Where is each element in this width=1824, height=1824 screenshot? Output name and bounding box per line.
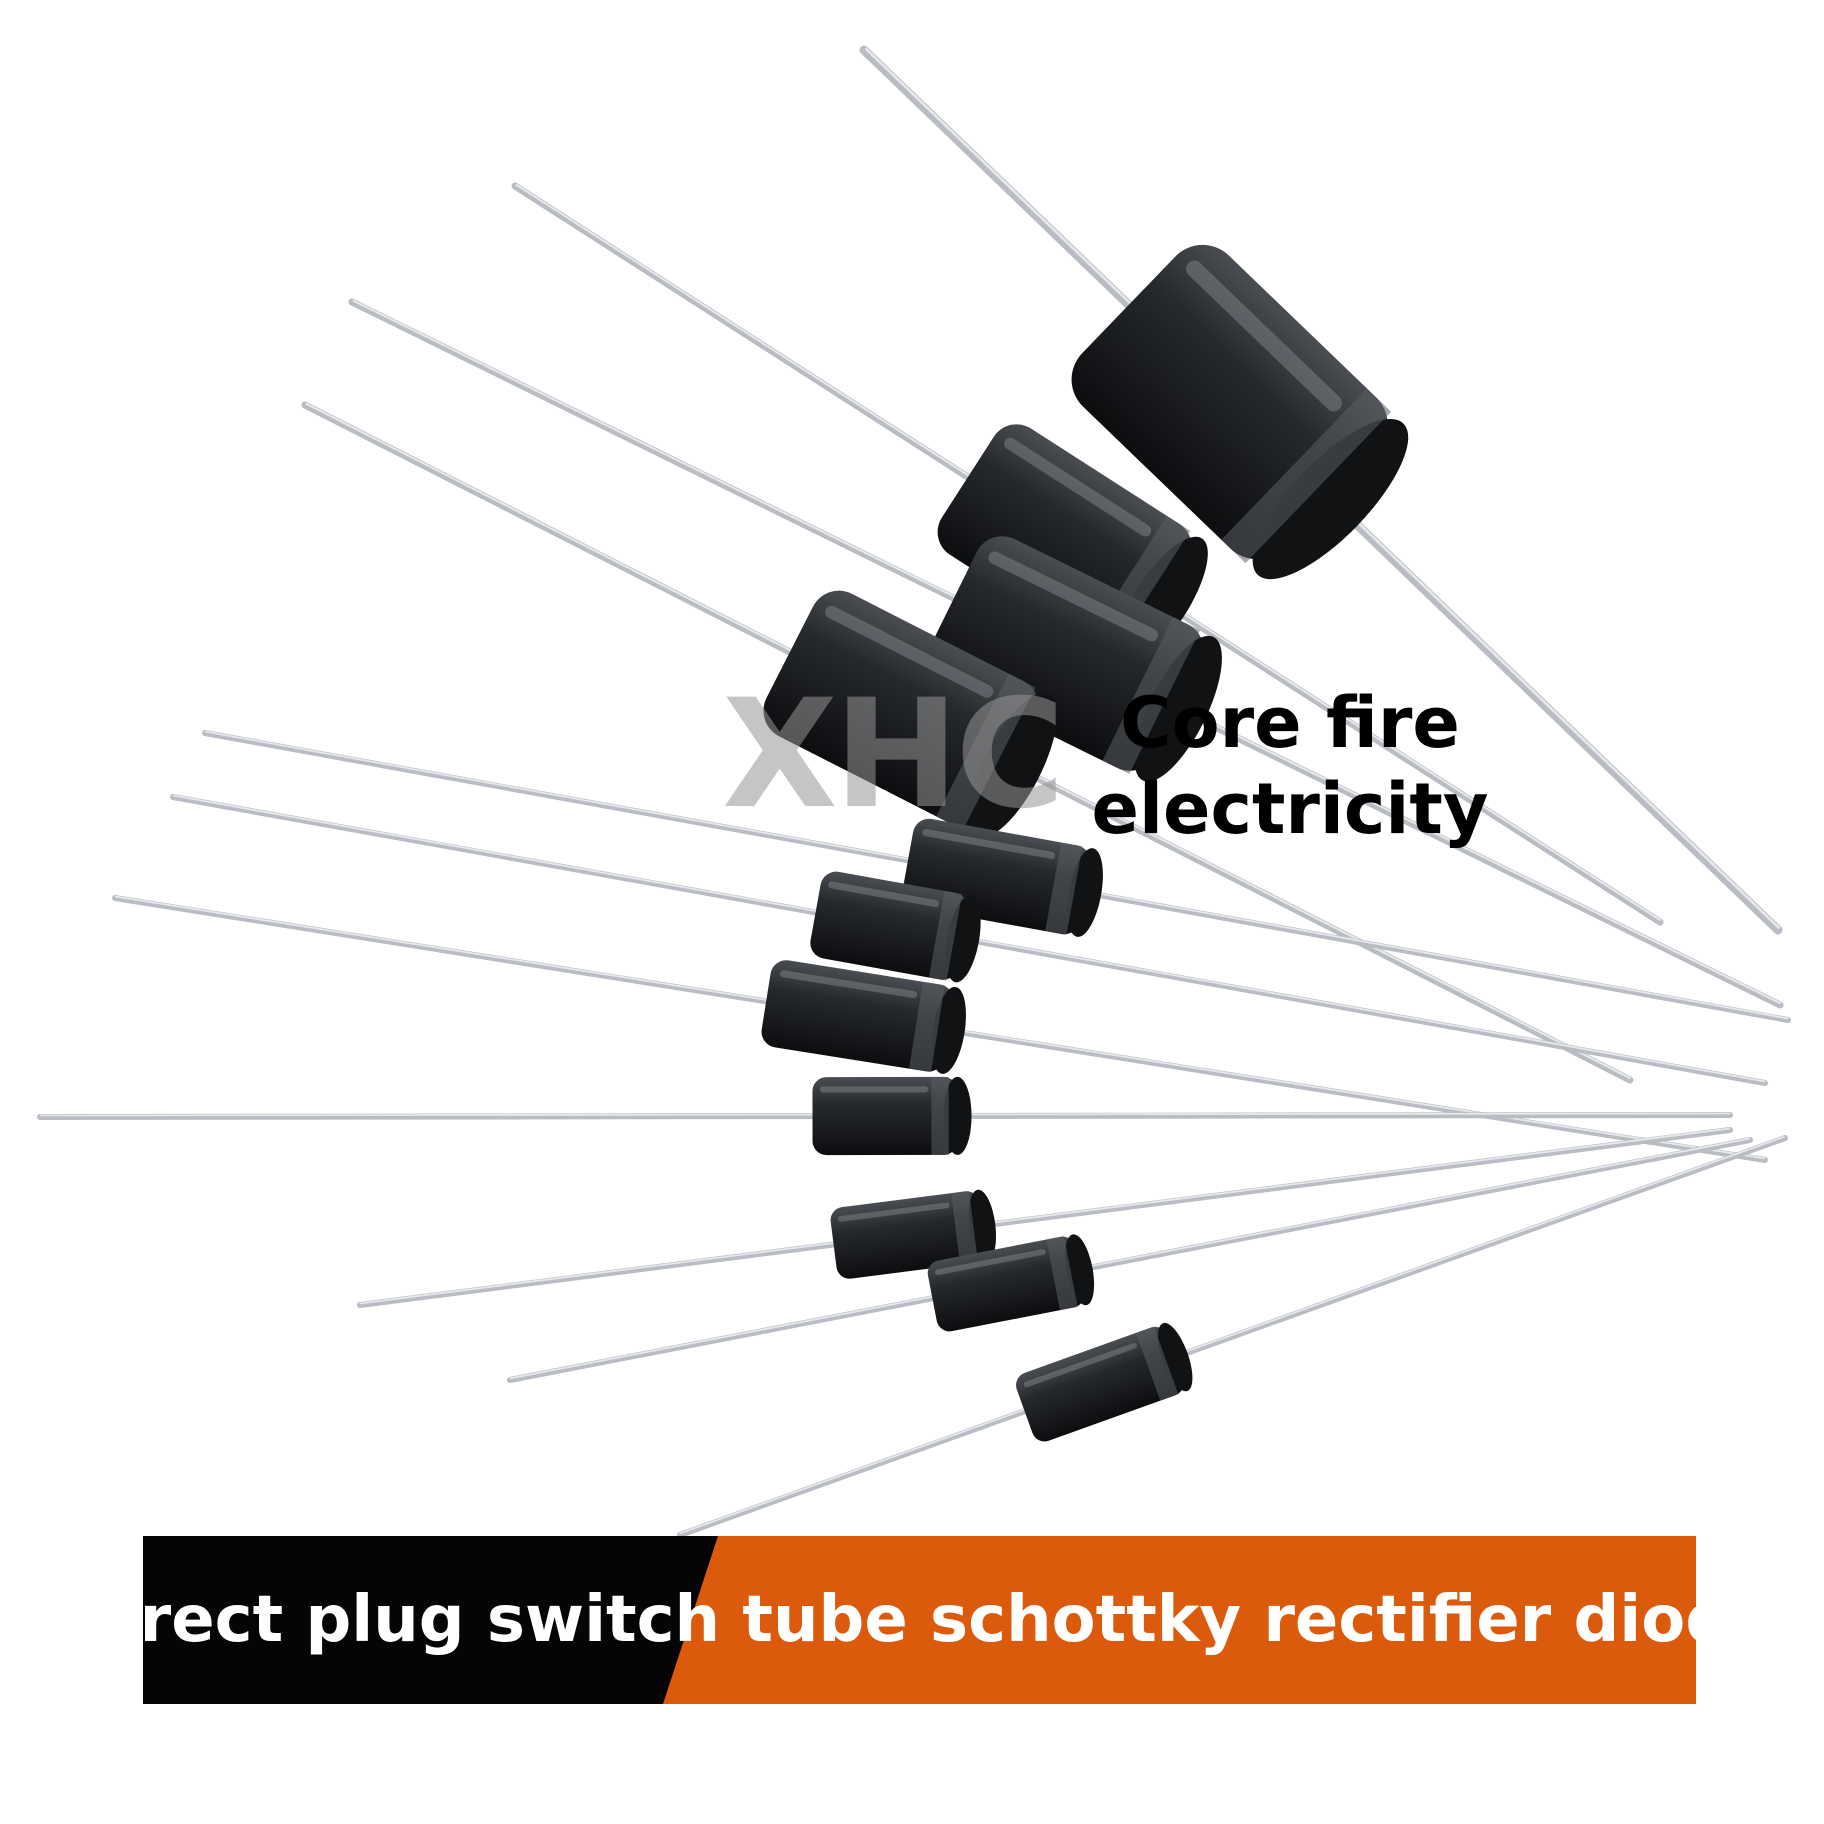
diode: [37, 1076, 1733, 1156]
diode-body-group: [812, 1076, 972, 1156]
diode-cathode-band: [931, 1076, 949, 1155]
diode-lead: [507, 1137, 1753, 1383]
diode-body: [761, 960, 954, 1072]
diode-cathode-band: [1046, 1236, 1078, 1311]
diode: [301, 401, 1634, 1084]
diode-body-group: [761, 960, 966, 1074]
diode-body: [927, 1236, 1085, 1332]
diode-cathode-band: [928, 890, 963, 981]
diode-group: [37, 45, 1791, 1538]
diode-body-highlight: [837, 1202, 950, 1222]
diode-lead: [357, 1127, 1733, 1308]
watermark-text: XHC: [722, 668, 1065, 842]
diode-body-highlight: [1186, 260, 1342, 412]
banner-background: [143, 1536, 1696, 1704]
brand-caption: Core fire electricity: [1090, 680, 1490, 852]
diode-body-group: [928, 536, 1222, 782]
diode-body-highlight: [935, 1249, 1046, 1276]
diode-body-highlight: [988, 551, 1158, 642]
diode-body: [1016, 1326, 1184, 1442]
diode: [507, 1137, 1753, 1383]
diode-body: [812, 1076, 958, 1156]
diode-cathode-band: [1102, 617, 1201, 774]
diode-cathode-band: [1221, 388, 1392, 564]
diode-body-group: [763, 590, 1058, 838]
diode-end-cap: [1252, 419, 1409, 580]
banner-title: Direct plug switch tube schottky rectifi…: [143, 1583, 1696, 1657]
diode-body-highlight: [1004, 437, 1152, 537]
diode-end-cap: [1157, 1322, 1193, 1392]
diode: [357, 1127, 1733, 1308]
diode: [677, 1135, 1788, 1538]
diode-cathode-band: [1135, 1326, 1179, 1401]
diode-body-group: [927, 1234, 1095, 1332]
diode-body-group: [830, 1189, 997, 1279]
diode: [170, 794, 1768, 1086]
diode-body-highlight: [1023, 1342, 1137, 1388]
diode-body-highlight: [779, 970, 918, 999]
diode-lead: [677, 1135, 1788, 1538]
diode-end-cap: [968, 693, 1058, 838]
diode-lead-highlight: [509, 1137, 1750, 1380]
diode-body: [810, 871, 969, 980]
diode-cathode-band: [951, 1190, 979, 1265]
diode: [859, 45, 1783, 935]
diode-cathode-band: [1045, 842, 1083, 935]
diode-body: [830, 1191, 986, 1279]
diode-cathode-band: [936, 673, 1036, 830]
brand-caption-line-2: electricity: [1091, 768, 1489, 850]
diode-body-group: [1016, 1322, 1193, 1442]
diode-body-group: [1071, 244, 1409, 580]
brand-caption-line-1: Core fire: [1120, 682, 1460, 764]
diode-end-cap: [943, 1076, 972, 1155]
diode-body-group: [810, 871, 981, 983]
product-banner: Direct plug switch tube schottky rectifi…: [143, 1536, 1696, 1704]
diode-lead-highlight: [679, 1135, 1785, 1535]
diode-body-highlight: [819, 1086, 929, 1093]
diode-end-cap: [1134, 635, 1222, 782]
diode: [348, 298, 1784, 1009]
diode-body-highlight: [825, 605, 994, 698]
diode-lead-highlight: [359, 1127, 1730, 1305]
diode-body-highlight: [922, 828, 1056, 859]
diode-body-highlight: [828, 881, 940, 908]
diode-cathode-band: [909, 981, 945, 1073]
